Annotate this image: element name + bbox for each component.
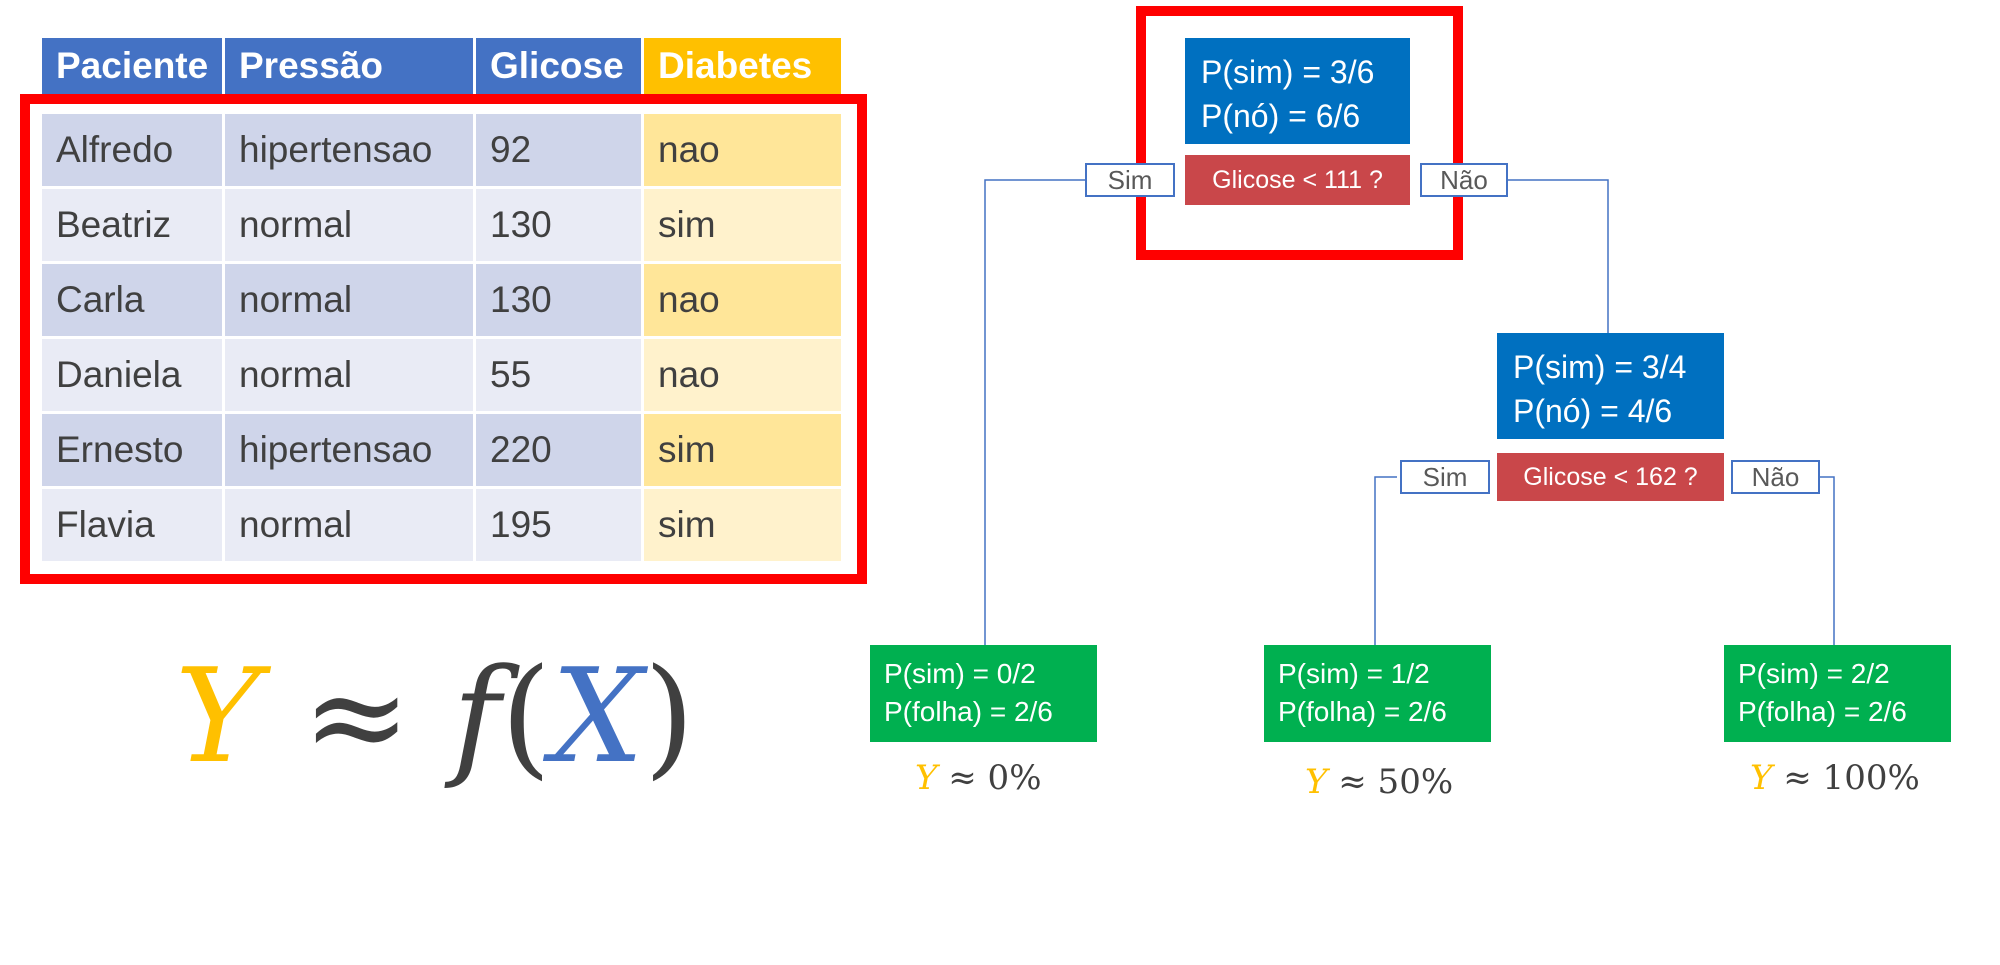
node2-yes-label: Sim — [1400, 460, 1490, 494]
table-rows-highlight — [20, 94, 867, 584]
leaf2-p-folha: P(folha) = 2/6 — [1278, 696, 1447, 727]
leaf2-estimate-y: Y — [1305, 762, 1328, 802]
model-formula: Y ≈ f(X) — [175, 640, 695, 792]
cell-pressao: normal — [225, 489, 473, 561]
root-test: Glicose < 111 ? — [1185, 155, 1410, 205]
leaf2-estimate-value: ≈ 50% — [1338, 762, 1454, 802]
cell-glicose: 55 — [476, 339, 641, 411]
formula-approx: ≈ — [302, 640, 412, 792]
cell-paciente: Daniela — [42, 339, 222, 411]
cell-pressao: hipertensao — [225, 414, 473, 486]
cell-paciente: Alfredo — [42, 114, 222, 186]
cell-glicose: 130 — [476, 264, 641, 336]
node2-no-label: Não — [1731, 460, 1820, 494]
cell-glicose: 92 — [476, 114, 641, 186]
cell-diabetes: nao — [644, 339, 841, 411]
second-node: P(sim) = 3/4 P(nó) = 4/6 — [1497, 333, 1724, 439]
header-paciente: Paciente — [42, 38, 222, 94]
node2-p-no: P(nó) = 4/6 — [1513, 393, 1673, 429]
cell-glicose: 130 — [476, 189, 641, 261]
leaf-node-1: P(sim) = 0/2 P(folha) = 2/6 — [870, 645, 1097, 742]
formula-f: f — [452, 640, 501, 792]
leaf3-p-folha: P(folha) = 2/6 — [1738, 696, 1907, 727]
formula-y: Y — [175, 640, 261, 792]
root-no-label: Não — [1420, 163, 1508, 197]
cell-diabetes: sim — [644, 189, 841, 261]
cell-glicose: 195 — [476, 489, 641, 561]
formula-close-paren: ) — [643, 640, 695, 792]
leaf1-estimate-value: ≈ 0% — [948, 758, 1042, 798]
leaf1-p-sim: P(sim) = 0/2 — [884, 658, 1036, 689]
cell-diabetes: sim — [644, 489, 841, 561]
cell-glicose: 220 — [476, 414, 641, 486]
cell-paciente: Flavia — [42, 489, 222, 561]
root-node-highlight — [1136, 6, 1463, 260]
cell-paciente: Carla — [42, 264, 222, 336]
leaf1-estimate-y: Y — [915, 758, 938, 798]
header-pressao: Pressão — [225, 38, 473, 94]
root-p-sim: P(sim) = 3/6 — [1201, 54, 1375, 90]
leaf3-estimate: Y ≈ 100% — [1750, 758, 1920, 798]
leaf3-estimate-value: ≈ 100% — [1783, 758, 1920, 798]
cell-diabetes: sim — [644, 414, 841, 486]
leaf-node-3: P(sim) = 2/2 P(folha) = 2/6 — [1724, 645, 1951, 742]
header-diabetes: Diabetes — [644, 38, 841, 94]
formula-x: X — [551, 640, 644, 792]
cell-diabetes: nao — [644, 264, 841, 336]
header-glicose: Glicose — [476, 38, 641, 94]
cell-pressao: normal — [225, 339, 473, 411]
leaf2-estimate: Y ≈ 50% — [1305, 762, 1453, 802]
leaf2-p-sim: P(sim) = 1/2 — [1278, 658, 1430, 689]
cell-diabetes: nao — [644, 114, 841, 186]
leaf1-estimate: Y ≈ 0% — [915, 758, 1042, 798]
cell-paciente: Ernesto — [42, 414, 222, 486]
node2-test: Glicose < 162 ? — [1497, 453, 1724, 501]
root-node: P(sim) = 3/6 P(nó) = 6/6 — [1185, 38, 1410, 144]
cell-pressao: normal — [225, 189, 473, 261]
root-yes-label: Sim — [1085, 163, 1175, 197]
node2-p-sim: P(sim) = 3/4 — [1513, 349, 1687, 385]
leaf-node-2: P(sim) = 1/2 P(folha) = 2/6 — [1264, 645, 1491, 742]
leaf3-estimate-y: Y — [1750, 758, 1773, 798]
root-p-no: P(nó) = 6/6 — [1201, 98, 1361, 134]
cell-pressao: normal — [225, 264, 473, 336]
cell-pressao: hipertensao — [225, 114, 473, 186]
cell-paciente: Beatriz — [42, 189, 222, 261]
leaf1-p-folha: P(folha) = 2/6 — [884, 696, 1053, 727]
formula-open-paren: ( — [500, 640, 552, 792]
leaf3-p-sim: P(sim) = 2/2 — [1738, 658, 1890, 689]
